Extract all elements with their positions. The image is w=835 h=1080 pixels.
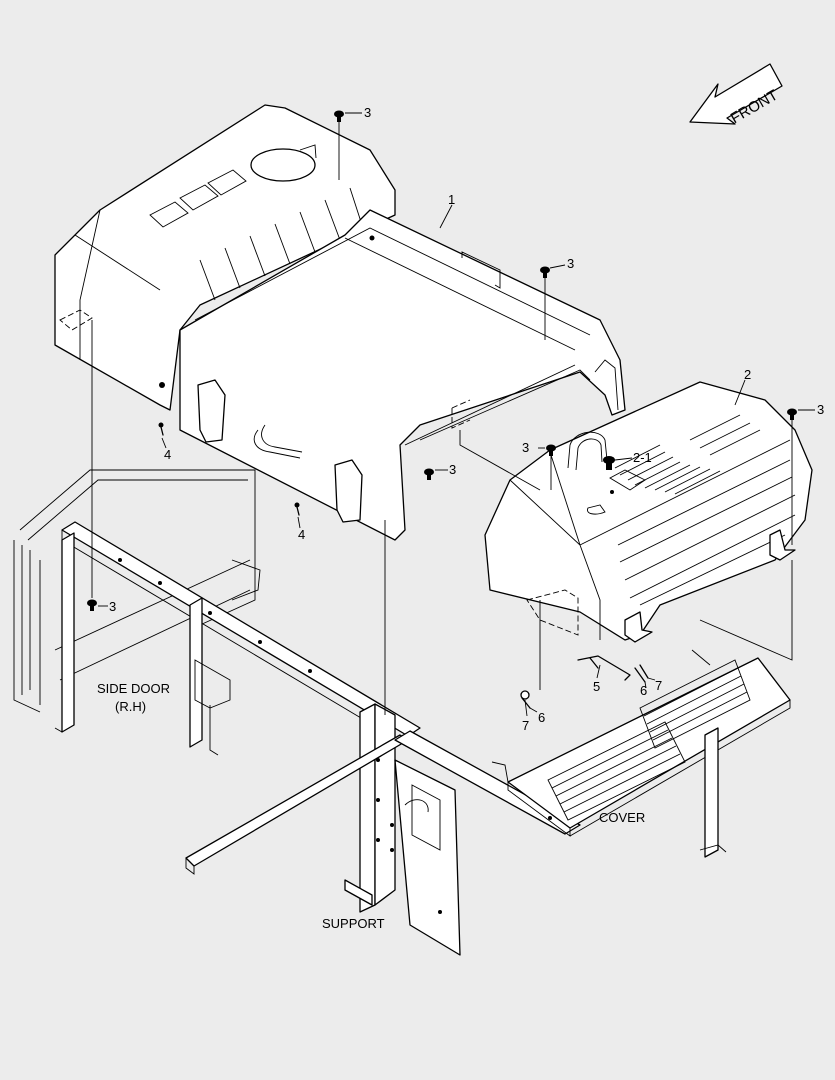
callout-3-frame: 3 [109, 599, 116, 614]
latch-rod-assembly [520, 655, 649, 709]
side-door-label: SIDE DOOR [97, 681, 170, 696]
callout-6-left: 6 [538, 710, 545, 725]
callout-3-top: 3 [364, 105, 371, 120]
screw-4a [158, 422, 164, 436]
callout-3-hood-right: 3 [567, 256, 574, 271]
front-direction-arrow: FRONT [689, 63, 783, 127]
callout-1: 1 [448, 192, 455, 207]
bolt-3d [546, 444, 556, 456]
cover-panel [491, 657, 791, 858]
callout-3-cover-top: 3 [522, 440, 529, 455]
support-label: SUPPORT [322, 916, 385, 931]
screw-4b [294, 502, 300, 516]
callout-6-right: 6 [640, 683, 647, 698]
callout-7-right: 7 [655, 678, 662, 693]
callout-leaders [98, 112, 815, 717]
alignment-lines [91, 122, 793, 715]
callout-4-right: 4 [298, 527, 305, 542]
side-door-rh-label: (R.H) [115, 699, 146, 714]
callout-4-left: 4 [164, 447, 171, 462]
bolt-3c [424, 468, 434, 480]
cover-label: COVER [599, 810, 645, 825]
part-2-side-cover [484, 381, 813, 643]
callout-3-far-right: 3 [817, 402, 824, 417]
bolt-3b [540, 266, 550, 278]
part-1-engine-hood [54, 104, 626, 541]
callout-2-1: 2-1 [633, 450, 652, 465]
callout-7-left: 7 [522, 718, 529, 733]
bolt-3e [787, 408, 797, 420]
callout-2: 2 [744, 367, 751, 382]
callout-3-hood-lower: 3 [449, 462, 456, 477]
callout-5: 5 [593, 679, 600, 694]
support-frame [54, 521, 581, 956]
bolt-3a [334, 110, 344, 122]
side-door-frame [13, 469, 256, 713]
bolt-3f [87, 599, 97, 611]
